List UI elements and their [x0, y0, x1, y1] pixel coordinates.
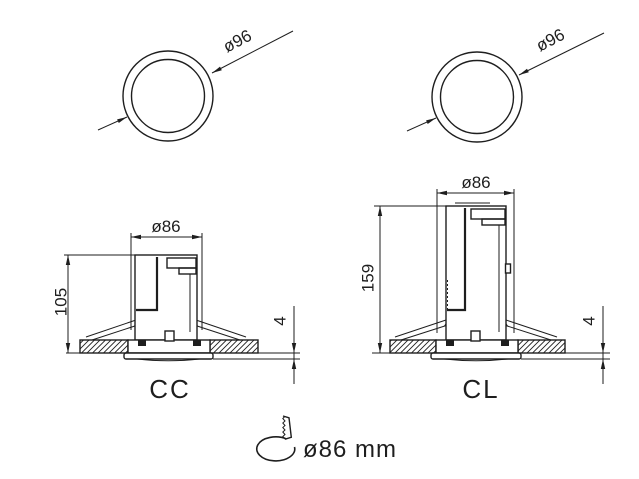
arrowhead-icon — [212, 66, 222, 73]
dim-label-cl-width: ø86 — [461, 173, 490, 192]
ceiling-hatch-right — [517, 339, 566, 354]
arrowhead-icon — [65, 255, 71, 265]
arrowhead-icon — [192, 234, 202, 240]
mounting-clip-left — [85, 318, 140, 338]
lamp-holder — [164, 330, 175, 342]
trim-flange — [123, 352, 214, 360]
bezel-inner-circle — [439, 59, 515, 135]
bezel-outer-circle — [431, 51, 523, 143]
bezel-outer-circle — [122, 50, 214, 142]
diameter-leader-line — [211, 30, 294, 74]
section-label-cc: CC — [149, 374, 191, 404]
arrowhead-icon — [504, 190, 514, 196]
arrowhead-icon — [377, 343, 383, 353]
section-view-cl: ø86 159 — [359, 173, 610, 404]
top-view-left: ø96 — [97, 26, 294, 142]
dim-label-outer-diameter-left: ø96 — [220, 26, 255, 57]
arrowhead-icon — [600, 343, 606, 353]
ceiling-hatch-left — [389, 339, 437, 354]
arrowhead-icon — [131, 234, 141, 240]
cutout-note: ø86 mm — [256, 415, 397, 463]
arrowhead-icon — [600, 359, 606, 369]
cutout-size-label: ø86 mm — [303, 436, 397, 463]
dim-label-cc-height: 105 — [52, 288, 71, 316]
dim-label-outer-diameter-right: ø96 — [533, 25, 568, 56]
mounting-clip-right — [192, 318, 247, 338]
mounting-clip-left — [394, 318, 450, 338]
section-label-cl: CL — [462, 374, 499, 404]
driver-compartment — [136, 257, 159, 312]
arrowhead-icon — [377, 206, 383, 216]
ceiling-hatch-right — [209, 339, 259, 354]
dim-label-cc-recess: 4 — [271, 316, 290, 325]
arrowhead-icon — [291, 359, 297, 369]
dim-label-cl-height: 159 — [359, 264, 378, 292]
diameter-leader-line — [518, 32, 605, 76]
hole-saw-icon — [256, 415, 296, 462]
arrowhead-icon — [291, 343, 297, 353]
trim-flange — [430, 352, 522, 360]
dim-label-cl-recess: 4 — [580, 316, 599, 325]
section-view-cc: ø86 105 — [52, 217, 300, 404]
fixture-housing-cl — [445, 202, 512, 341]
ceiling-hatch-left — [79, 339, 129, 354]
side-latch — [504, 263, 512, 274]
fixture-housing-cc — [134, 254, 198, 341]
mounting-clip-right — [502, 318, 558, 338]
arrowhead-icon — [426, 118, 436, 124]
arrowhead-icon — [117, 117, 127, 123]
top-view-right: ø96 — [406, 25, 605, 143]
arrowhead-icon — [65, 343, 71, 353]
driver-compartment — [447, 208, 467, 312]
trim-ring-cl — [430, 330, 522, 362]
arrowhead-icon — [519, 68, 529, 75]
trim-ring-cc — [123, 330, 214, 362]
arrowhead-icon — [437, 190, 447, 196]
lamp-holder — [470, 330, 481, 342]
bezel-inner-circle — [130, 58, 206, 134]
dim-label-cc-width: ø86 — [151, 217, 180, 236]
